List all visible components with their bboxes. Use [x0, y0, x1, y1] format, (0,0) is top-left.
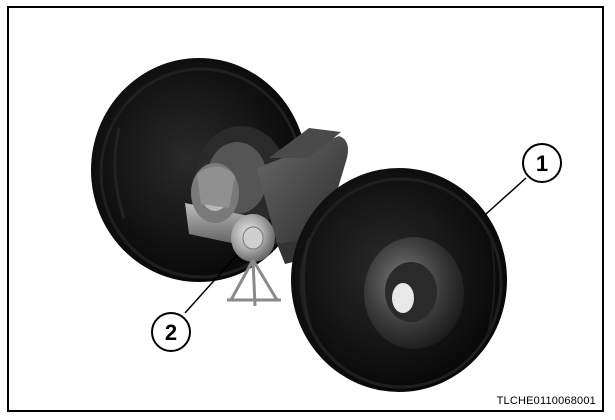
wheel-hub — [231, 214, 275, 262]
callout-1-leader — [486, 178, 526, 214]
callout-1-label: 1 — [536, 151, 548, 176]
front-rim — [364, 237, 464, 349]
callout-2-label: 2 — [165, 320, 177, 345]
callout-2: 2 — [152, 313, 190, 351]
callout-1: 1 — [523, 144, 561, 182]
wheel-assembly-illustration: 1 2 — [9, 8, 604, 412]
figure-code: TLCHE0110068001 — [497, 395, 596, 407]
figure-frame: 1 2 TLCHE0110068001 — [7, 6, 604, 412]
